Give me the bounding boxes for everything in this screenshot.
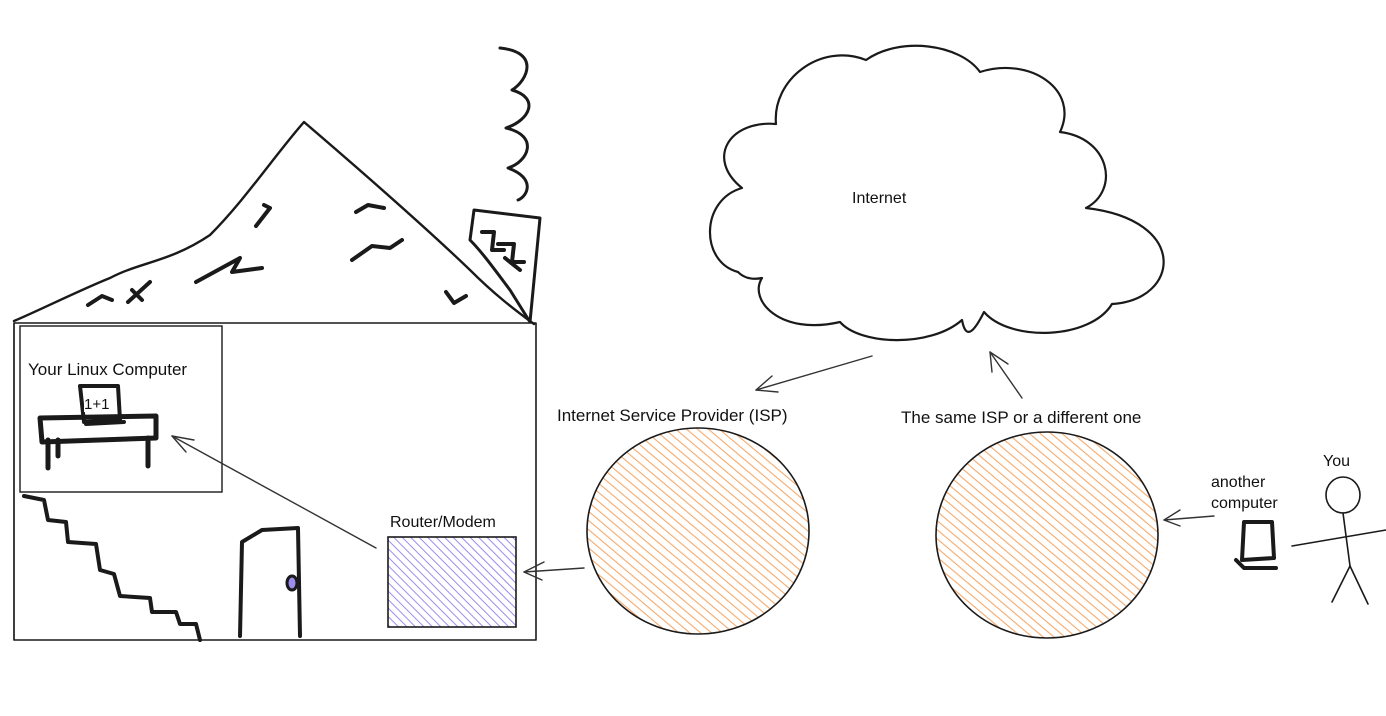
stairs-icon	[22, 494, 202, 642]
arrow-router-to-computer	[171, 435, 377, 549]
another-computer-laptop-icon	[1234, 520, 1278, 570]
isp-circle	[586, 427, 810, 635]
router-modem-box	[387, 536, 517, 628]
laptop-icon	[78, 384, 126, 426]
roof-tiles	[86, 203, 468, 307]
house-roof	[12, 120, 536, 326]
computer-room	[19, 325, 223, 493]
arrow-other-isp-to-internet	[989, 351, 1023, 399]
other-isp-circle	[935, 431, 1159, 639]
smoke	[498, 46, 531, 202]
another-computer-label-line2: computer	[1211, 495, 1278, 512]
door-icon	[238, 526, 302, 638]
arrow-another-computer-to-isp	[1163, 509, 1215, 527]
house	[12, 46, 542, 641]
your-linux-computer-label: Your Linux Computer	[28, 360, 188, 379]
arrow-isp-to-router	[523, 561, 585, 581]
laptop-screen-label: 1+1	[84, 396, 110, 413]
router-modem-label: Router/Modem	[390, 514, 496, 531]
desk-icon	[37, 413, 159, 471]
you-label: You	[1323, 453, 1350, 470]
internet-cloud	[708, 44, 1165, 342]
another-computer-label-line1: another	[1211, 474, 1266, 491]
other-isp-label: The same ISP or a different one	[901, 408, 1142, 427]
arrow-internet-to-isp	[755, 355, 873, 393]
chimney	[468, 208, 542, 324]
person-icon	[1291, 476, 1386, 605]
isp-label: Internet Service Provider (ISP)	[557, 406, 788, 425]
internet-label: Internet	[852, 190, 907, 207]
